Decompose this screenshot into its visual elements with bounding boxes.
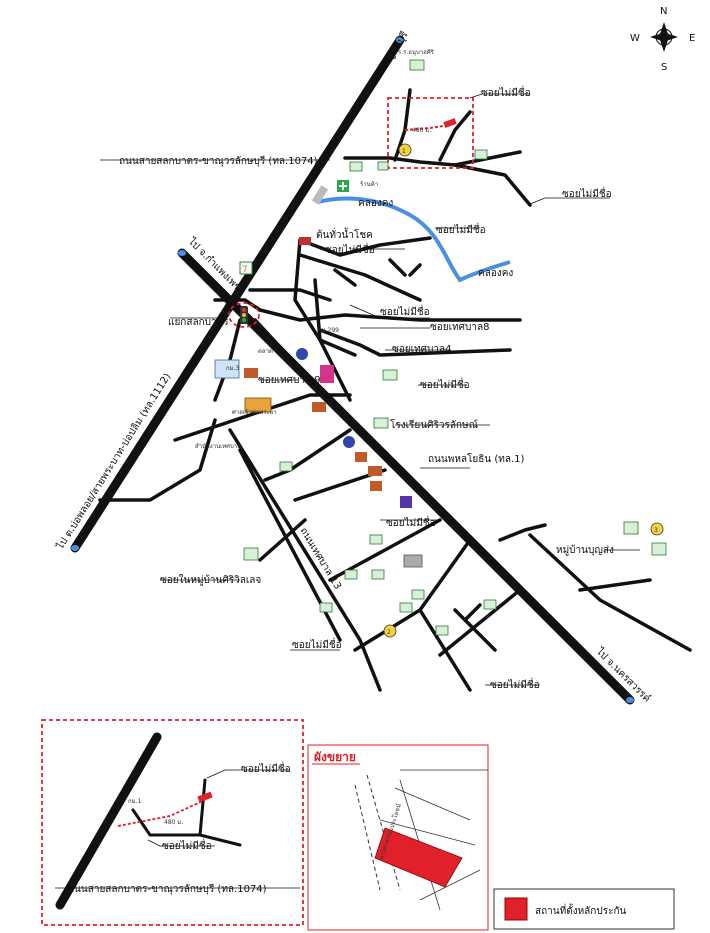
- soi-municipal-9-label: ซอยเทศบาล 9: [258, 375, 321, 386]
- collateral-marker: [443, 118, 457, 128]
- building-icons: [214, 59, 667, 636]
- soi-village-label: ซอยในหมู่บ้านศิริวิลเลจ: [160, 574, 261, 586]
- marker-1-icon: [398, 143, 412, 157]
- compass-e: E: [689, 33, 695, 44]
- soi-municipal-4-label: ซอยเทศบาล4: [392, 344, 451, 355]
- bank-icon: [400, 496, 412, 508]
- inset-collateral-marker: [197, 791, 213, 803]
- soi-municipal-8-label: ซอยเทศบาล8: [430, 322, 489, 333]
- inset-soi-bottom: ซอยไม่มีชื่อ: [162, 838, 212, 852]
- route-1-label: ถนนพหลโยธิน (ทล.1): [428, 452, 525, 465]
- marker-2-label: 2: [387, 629, 391, 636]
- hwy-end-marker: [626, 697, 634, 703]
- marker-1-label: 1: [402, 148, 406, 155]
- soi-label-5: ซอยไม่มีชื่อ: [380, 304, 430, 318]
- highway-1074: [70, 35, 405, 553]
- marker-3-icon: [650, 522, 664, 536]
- inset-km: กม.1: [128, 798, 141, 805]
- car-icon: [299, 237, 311, 245]
- inset-soi-top: ซอยไม่มีชื่อ: [241, 761, 291, 775]
- compass-w: W: [630, 33, 640, 44]
- shop-label: ร้านค้า: [360, 181, 378, 188]
- soi-label-8: ซอยไม่มีชื่อ: [292, 637, 342, 651]
- inset-map-frame: [41, 719, 304, 926]
- compass-s: S: [661, 62, 667, 73]
- inset-route-label: ถนนสายสลกบาตร-ขาณุวรลักษบุรี (ทล.1074): [68, 883, 267, 895]
- svg-text:7: 7: [242, 265, 248, 275]
- legend-swatch: [504, 897, 528, 921]
- to-bo-pho-kham-label: ไป ต.บ่อพลอย/สายพระบาท-บ่อปลิม (ทล.1112): [54, 371, 174, 552]
- hwy-end-marker: [71, 545, 79, 551]
- municipal-13-label: ถนนเทศบาล 13: [297, 526, 343, 592]
- marker-3-label: 3: [654, 527, 658, 534]
- soi-label-4: ซอยไม่มีชื่อ: [325, 242, 375, 256]
- soi-label-6: ซอยไม่มีชื่อ: [420, 377, 470, 391]
- village-boonsong-label: หมู่บ้านบุญส่ง: [556, 544, 614, 556]
- district-office-label: สำนักงานเทศบาล: [195, 443, 241, 450]
- expansion-title: ผังขยาย: [314, 750, 356, 764]
- inset-distance: 480 ม.: [164, 819, 183, 826]
- tonkhuak-label: ต้นทั่วน้ำโชค: [316, 227, 373, 241]
- market-label: ตลาด: [258, 348, 273, 355]
- soi-label-3: ซอยไม่มีชื่อ: [436, 222, 486, 236]
- creek-label-1: คลองคง: [358, 198, 393, 209]
- inset-highway: [55, 732, 162, 910]
- bridge-icon: [311, 185, 329, 205]
- location-highlight-box: [387, 97, 474, 169]
- gas-station-icon: [343, 436, 355, 448]
- legend-label: สถานที่ตั้งหลักประกัน: [535, 903, 626, 917]
- route-1074-label: ถนนสายสลกบาตร-ขาณุวรลักษบุรี (ทล.1074): [119, 155, 318, 167]
- school-small-label: ร.ร.อนุบาลศิริ: [398, 49, 435, 56]
- temple-label: ศาลเจ้าพ่อพระยา: [232, 409, 277, 416]
- km3-label: กม.3: [226, 365, 239, 372]
- marker-2-icon: [383, 624, 397, 638]
- collateral-plot: [374, 827, 463, 888]
- bank-icon: [320, 365, 334, 383]
- soi-label-2: ซอยไม่มีชื่อ: [562, 186, 612, 200]
- km-marker: กม.299: [318, 327, 339, 334]
- to-kanchanaburi-label: ไป จ.กาญจนบุรี: [364, 29, 411, 95]
- expansion-frame: [307, 744, 489, 931]
- compass-icon: N S E W: [630, 6, 695, 73]
- school-sirawit-label: โรงเรียนศิริวรลักษณ์: [390, 418, 478, 431]
- soi-label-7: ซอยไม่มีชื่อ: [386, 515, 436, 529]
- soi-label-1: ซอยไม่มีชื่อ: [481, 85, 531, 99]
- highway-1: [177, 248, 635, 705]
- intersection-highlight: [228, 302, 260, 328]
- khlong-khong-creek: [317, 196, 511, 283]
- creek-label-2: คลองคง: [478, 268, 513, 279]
- gas-station-icon: [296, 348, 308, 360]
- distance-label: 480 ม.: [412, 127, 431, 134]
- soi-label-9: ซอยไม่มีชื่อ: [490, 677, 540, 691]
- compass-n: N: [660, 6, 667, 17]
- intersection-label: แยกสลกบาตร: [168, 317, 229, 328]
- seven-eleven-icon: [239, 261, 253, 275]
- hwy-end-marker: [178, 250, 186, 256]
- hwy-end-marker: [396, 37, 404, 43]
